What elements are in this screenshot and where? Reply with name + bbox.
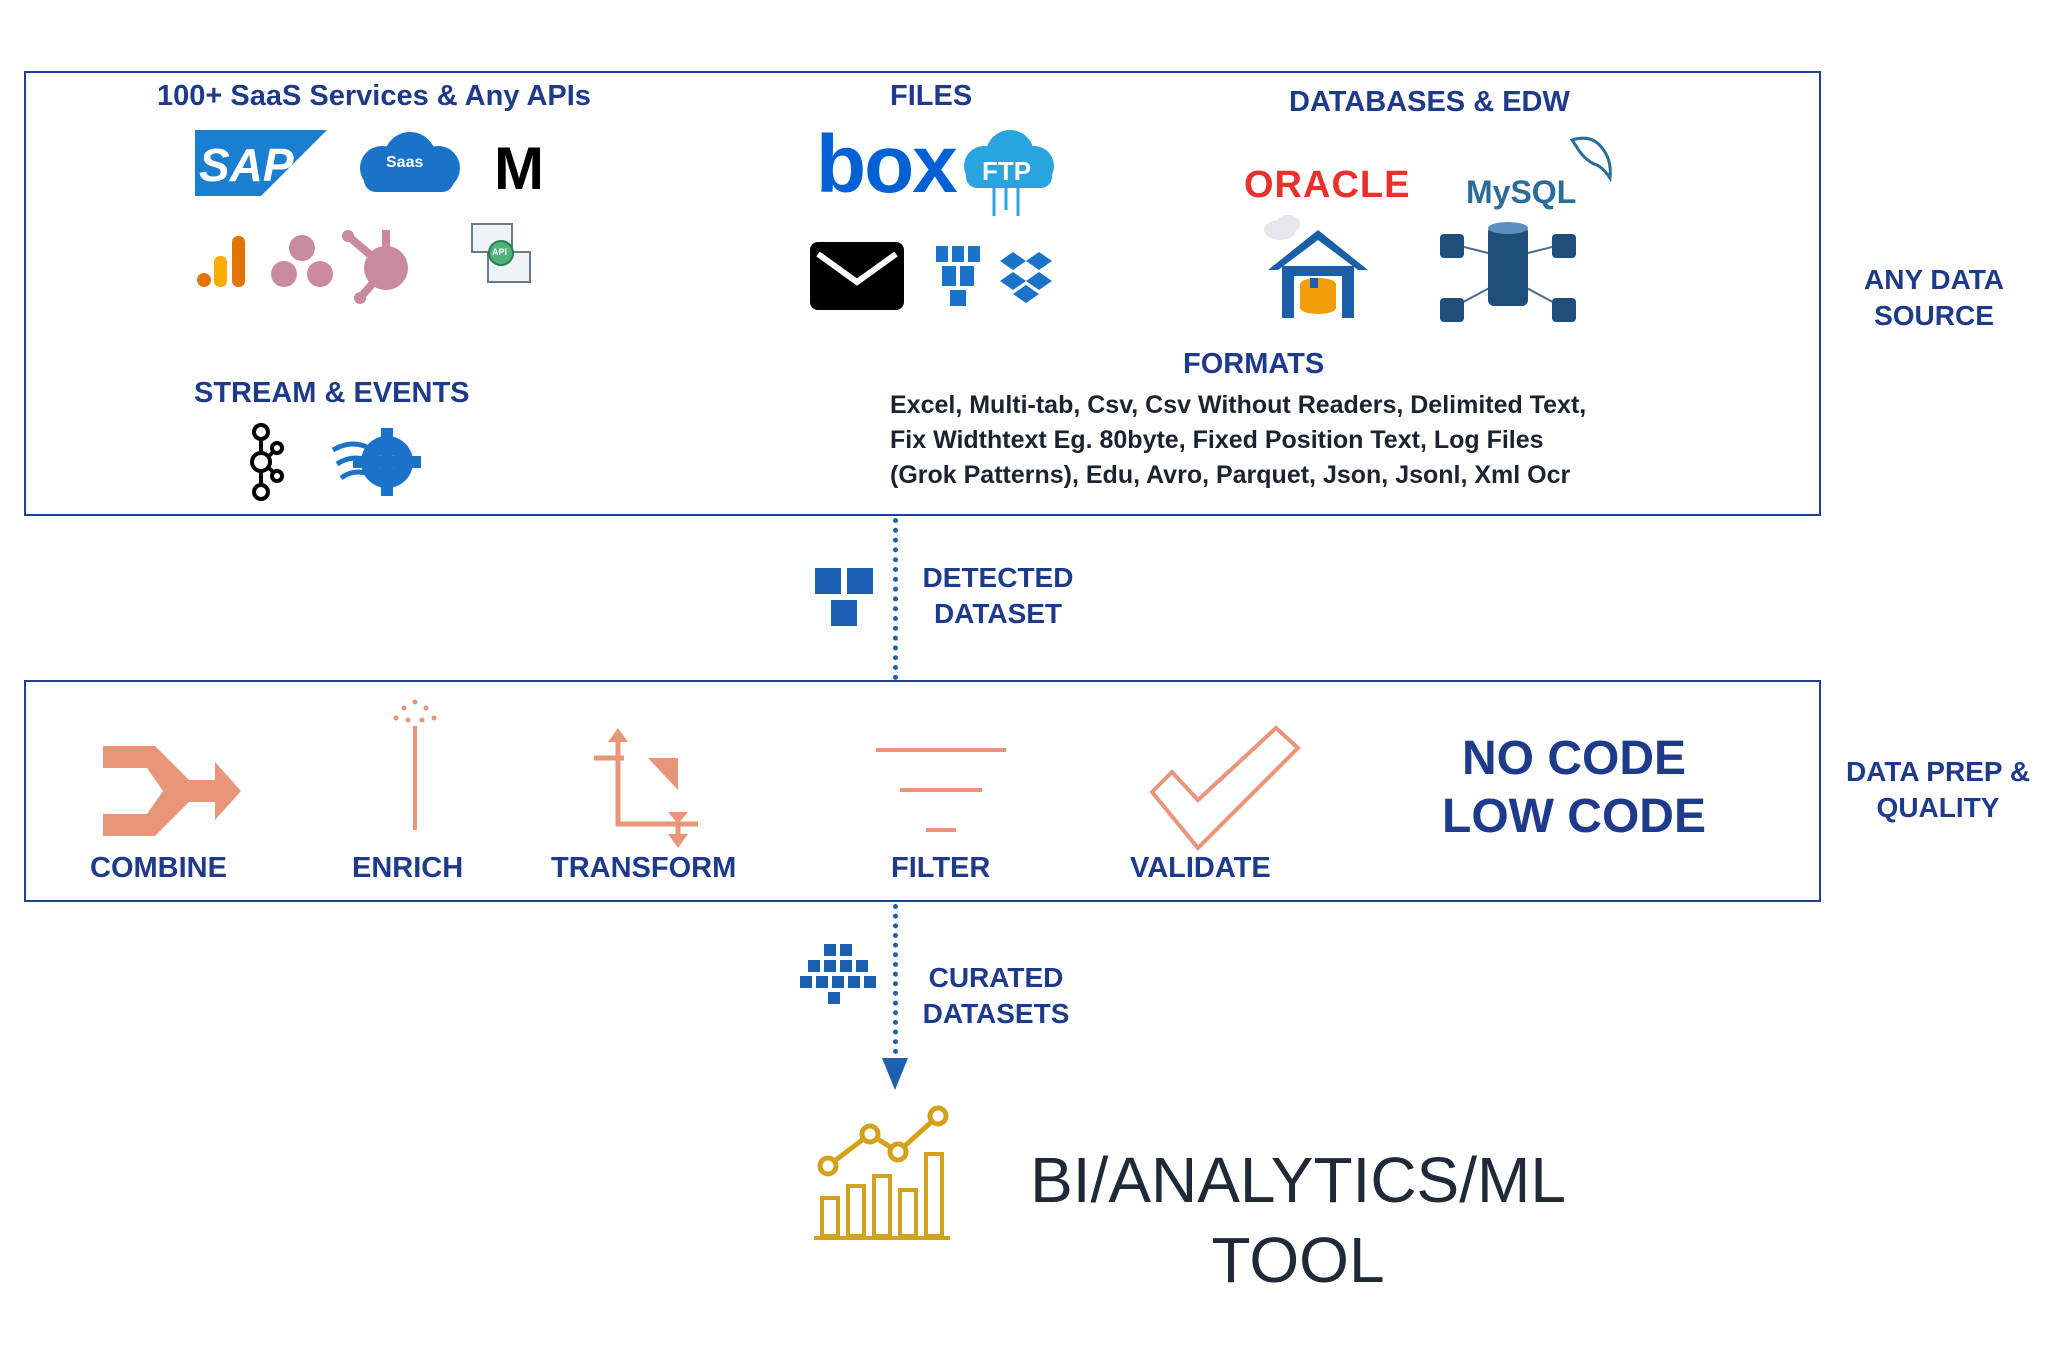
ftp-cloud-icon: FTP (958, 130, 1054, 220)
data-prep-box (24, 680, 1821, 902)
oracle-logo: ORACLE (1244, 164, 1411, 206)
step-combine-label: COMBINE (90, 852, 227, 884)
mysql-logo-text: MySQL (1466, 174, 1577, 210)
tool-line: TOOL (1211, 1224, 1385, 1296)
detected-dataset-icon (815, 568, 873, 626)
api-icon-text: API (492, 247, 508, 257)
databases-heading: DATABASES & EDW (1289, 86, 1570, 118)
any-data-source-line-1: ANY DATA (1864, 264, 2004, 295)
storage-blocks-icon (936, 246, 980, 306)
hubspot-icon (342, 230, 408, 304)
any-data-source-line-2: SOURCE (1874, 300, 1994, 331)
down-arrow-icon (882, 1058, 908, 1090)
formats-list: Excel, Multi-tab, Csv, Csv Without Reade… (890, 388, 1586, 493)
data-prep-quality-line-1: DATA PREP & (1845, 756, 2031, 787)
bi-analytics-ml-tool-label: BI/ANALYTICS/ML TOOL (1028, 1140, 1568, 1300)
formats-line-3: (Grok Patterns), Edu, Avro, Parquet, Jso… (890, 461, 1571, 489)
saas-cloud-text: Saas (386, 154, 424, 171)
curated-datasets-line-1: CURATED (928, 962, 1064, 993)
stream-gear-icon (331, 428, 421, 496)
data-prep-quality-label: DATA PREP & QUALITY (1838, 754, 2038, 826)
api-icon: API (470, 222, 532, 284)
stream-heading: STREAM & EVENTS (194, 377, 470, 409)
formats-heading: FORMATS (1183, 348, 1325, 380)
ftp-cloud-text: FTP (982, 156, 1032, 186)
formats-line-1: Excel, Multi-tab, Csv, Csv Without Reade… (890, 391, 1587, 419)
detected-dataset-line-2: DATASET (933, 598, 1063, 629)
low-code-line: LOW CODE (1442, 790, 1706, 843)
no-code-line: NO CODE (1461, 732, 1686, 785)
warehouse-icon (1264, 215, 1368, 318)
mysql-dolphin-shape (1569, 136, 1612, 183)
box-logo: box (816, 119, 958, 210)
curated-datasets-line-2: DATASETS (922, 998, 1070, 1029)
transform-icon (594, 728, 698, 848)
distributed-database-icon (1440, 222, 1576, 322)
cloud-shape (360, 132, 460, 192)
curated-datasets-label: CURATED DATASETS (906, 960, 1086, 1032)
connector-dots-top (893, 518, 898, 680)
filter-icon (876, 748, 1006, 832)
m-logo: M (494, 135, 544, 202)
no-code-low-code-label: NO CODE LOW CODE (1414, 730, 1734, 846)
enrich-icon (393, 699, 437, 830)
step-validate-label: VALIDATE (1130, 852, 1271, 884)
dropbox-icon (1000, 252, 1052, 303)
ftp-cloud-shape (964, 130, 1054, 216)
kafka-icon (250, 423, 284, 501)
sap-logo: SAP (195, 130, 327, 196)
files-heading: FILES (890, 80, 973, 112)
data-prep-quality-line-2: QUALITY (1876, 792, 2000, 823)
detected-dataset-label: DETECTED DATASET (913, 560, 1083, 632)
step-filter-label: FILTER (891, 852, 991, 884)
analytics-icon (197, 236, 245, 287)
combine-icon (103, 746, 241, 836)
data-sources-box (24, 71, 1821, 516)
saas-heading: 100+ SaaS Services & Any APIs (157, 80, 591, 112)
sap-logo-shape (195, 130, 327, 196)
api-icon-shape (471, 223, 531, 283)
sap-logo-text: SAP (199, 139, 294, 191)
step-transform-label: TRANSFORM (551, 852, 737, 884)
any-data-source-label: ANY DATA SOURCE (1844, 262, 2024, 334)
email-icon (810, 242, 904, 310)
saas-cloud-icon: Saas (352, 132, 464, 192)
mysql-logo: MySQL (1462, 130, 1622, 210)
connector-dots-bottom (893, 904, 898, 1054)
detected-dataset-line-1: DETECTED (922, 562, 1074, 593)
validate-checkmark-icon (1149, 725, 1301, 851)
curated-datasets-icon (800, 944, 876, 1004)
bi-chart-icon (814, 1105, 950, 1240)
bi-analytics-ml-line: BI/ANALYTICS/ML (1030, 1144, 1566, 1216)
formats-line-2: Fix Widthtext Eg. 80byte, Fixed Position… (890, 426, 1544, 454)
asana-icon (271, 235, 333, 287)
step-enrich-label: ENRICH (352, 852, 464, 884)
